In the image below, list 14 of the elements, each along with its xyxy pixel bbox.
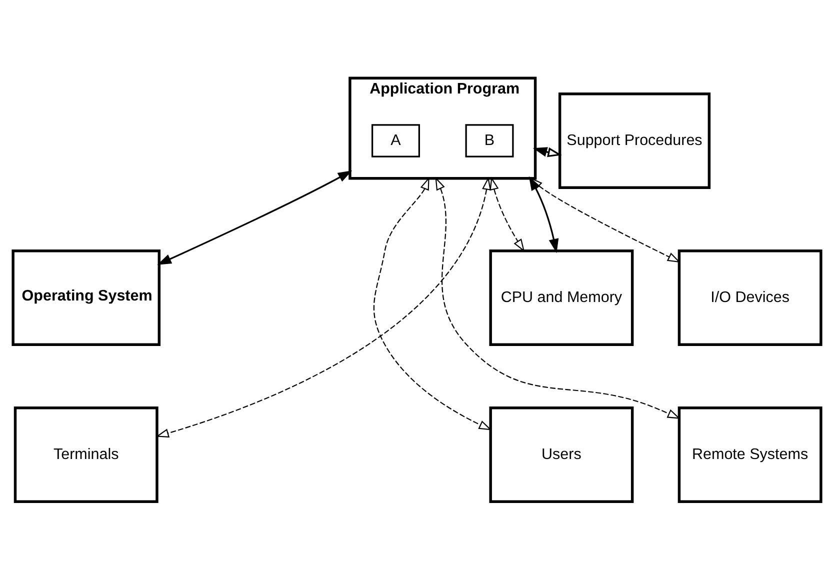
- arrow: [373, 176, 492, 430]
- node-box: Operating System: [12, 250, 161, 346]
- node-box: CPU and Memory: [489, 250, 634, 346]
- node-box: Remote Systems: [678, 406, 822, 503]
- node-box: I/O Devices: [678, 250, 822, 346]
- node-box: Terminals: [14, 406, 158, 503]
- arrow: [490, 176, 525, 252]
- arrow: [157, 170, 352, 265]
- node-box: B: [465, 124, 514, 158]
- arrow: [532, 147, 562, 158]
- arrow: [156, 176, 492, 438]
- node-box: Users: [489, 406, 634, 503]
- node-box: Support Procedures: [558, 92, 711, 190]
- node-box: A: [371, 124, 420, 158]
